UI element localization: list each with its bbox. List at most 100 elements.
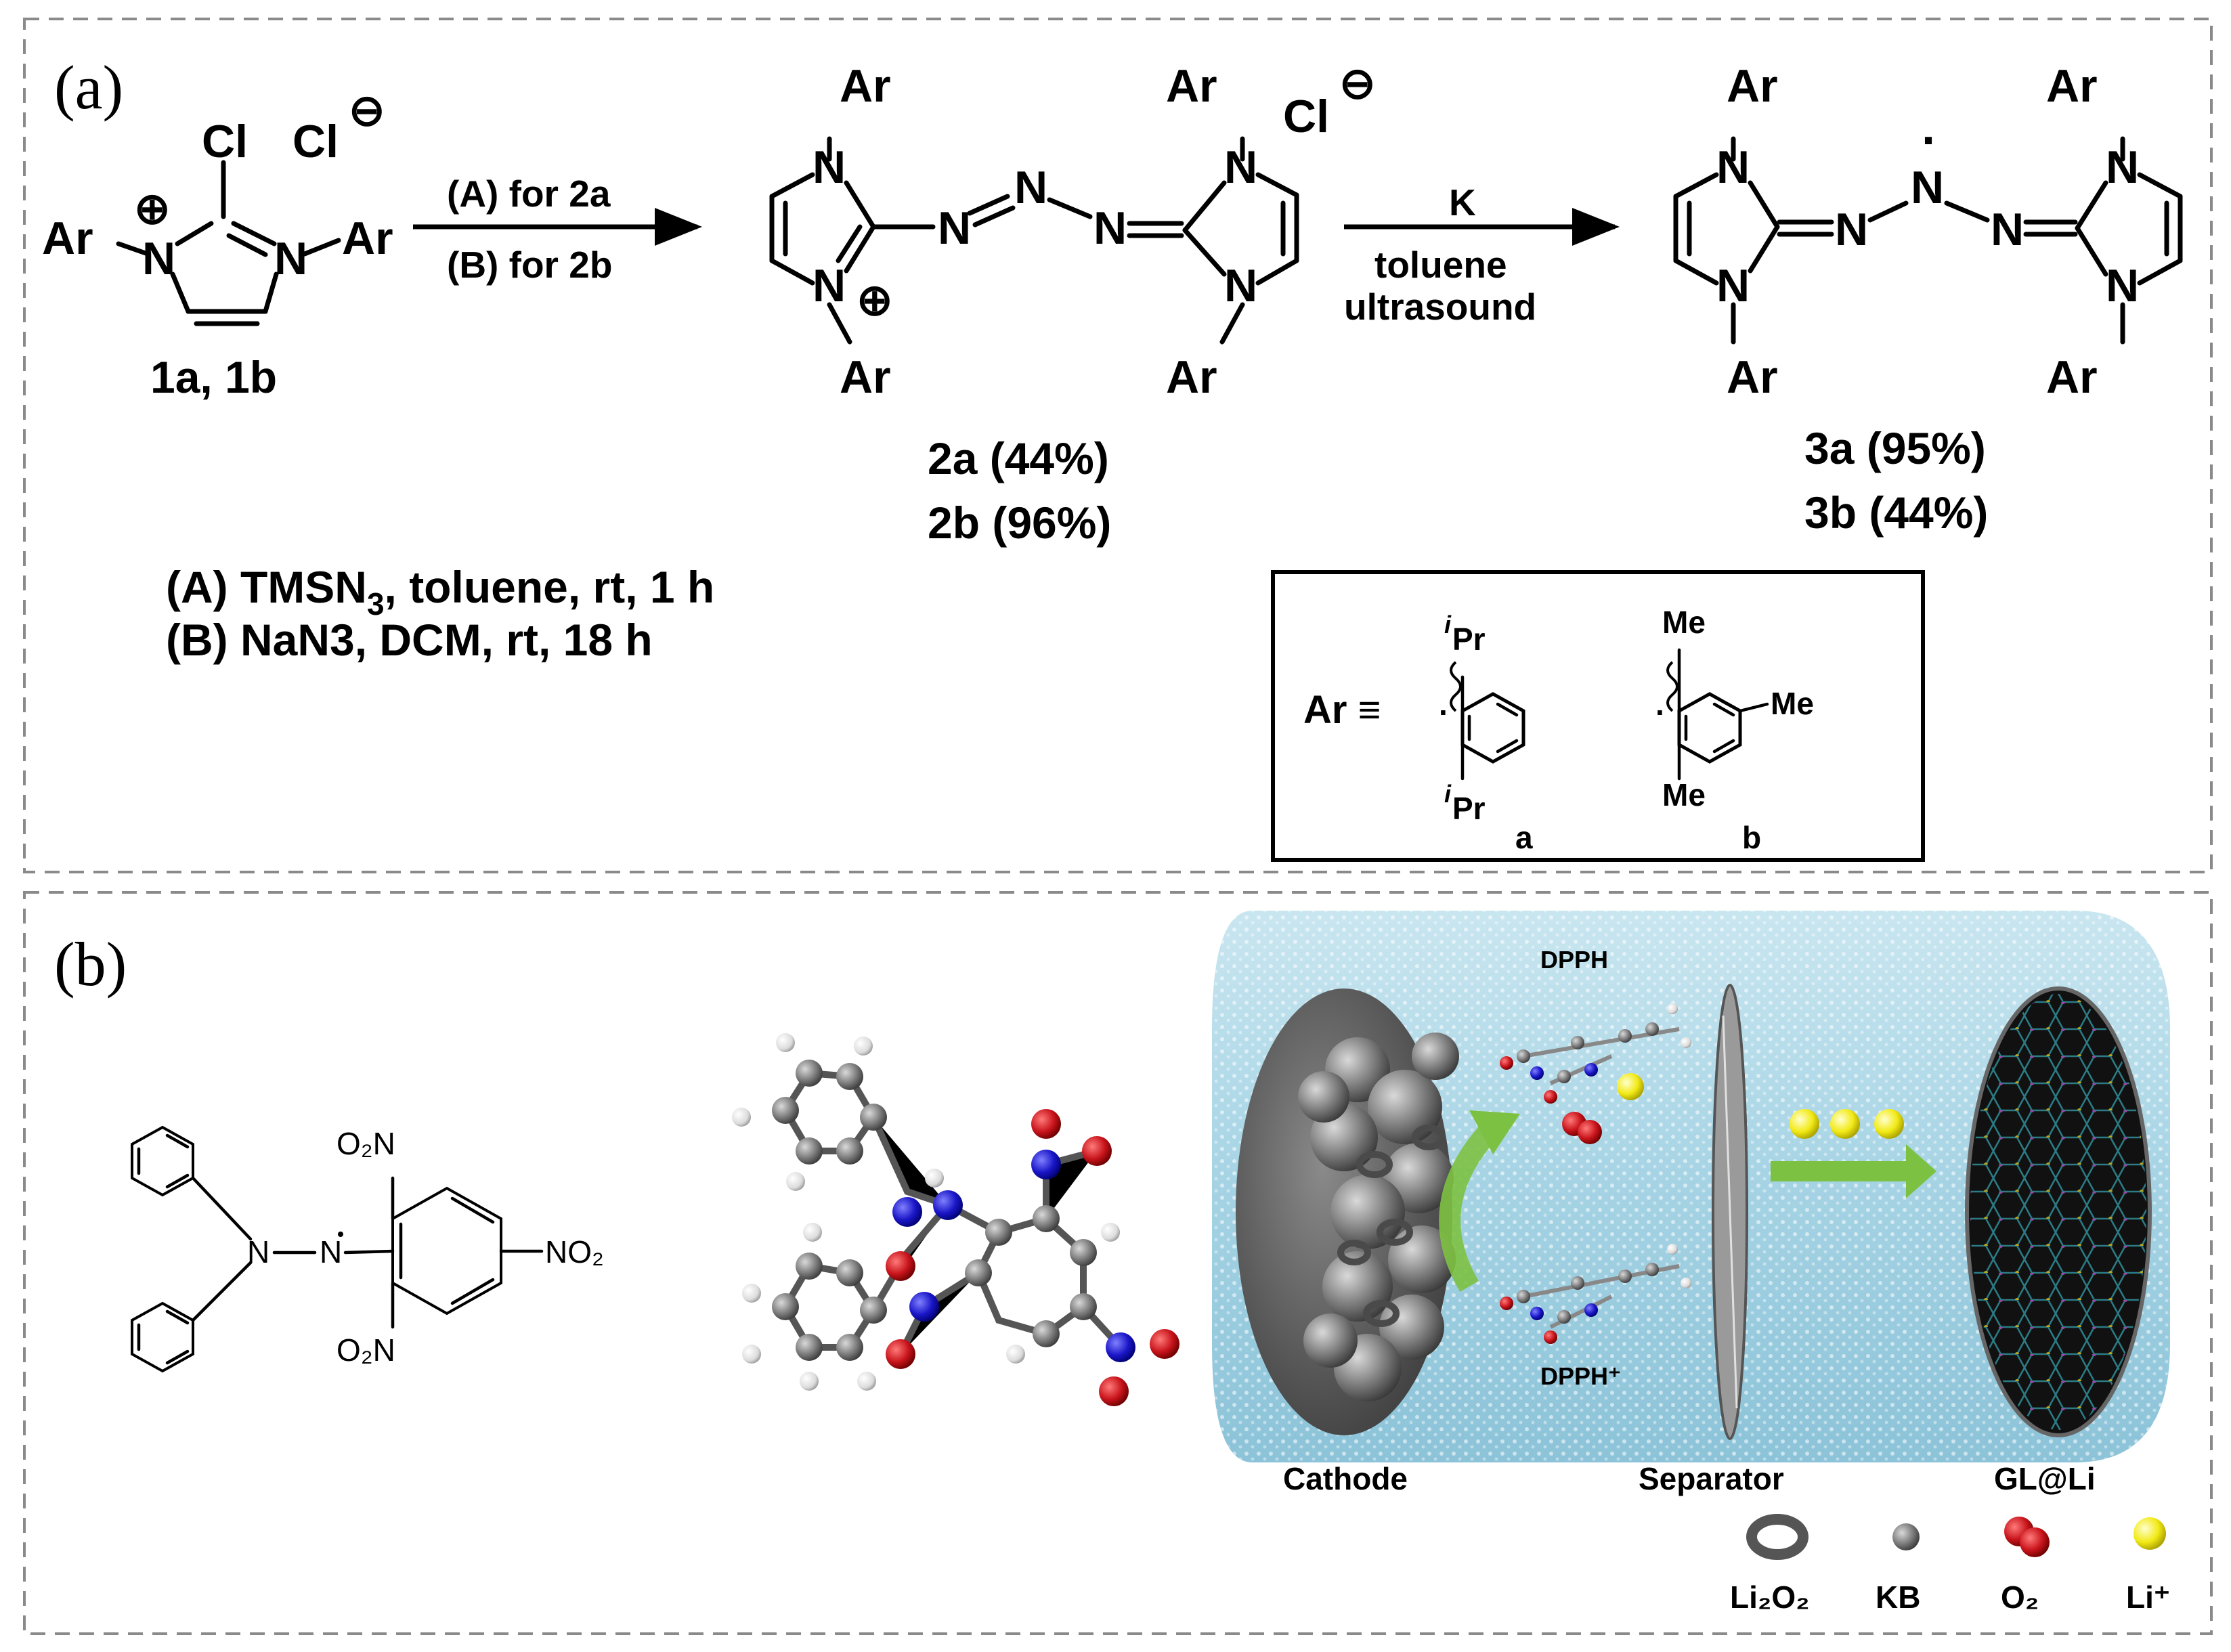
arrow1-label-above: (A) for 2a xyxy=(447,173,611,215)
panel-b-frame xyxy=(23,891,2213,1635)
atom-cl: Cl xyxy=(202,116,248,167)
yield-2a: 2a (44%) xyxy=(928,433,1109,483)
radical-dot: · xyxy=(1922,114,1938,168)
aryl-a-dipp: · i Pr i Pr a xyxy=(1439,611,1533,855)
plus-charge: ⊕ xyxy=(134,184,171,233)
li-ion xyxy=(1617,1073,1644,1100)
reaction-arrow-2: K toluene ultrasound xyxy=(1344,181,1620,328)
substituent-ar: Ar xyxy=(840,351,891,403)
aryl-a-label: a xyxy=(1515,820,1533,855)
ipr-sup: i xyxy=(1444,780,1452,808)
yield-3b: 3b (44%) xyxy=(1804,487,1988,538)
minus-charge: ⊖ xyxy=(349,86,385,135)
no2-right: NO₂ xyxy=(545,1234,604,1269)
substituent-ar: Ar xyxy=(1166,351,1217,403)
reaction-arrow-1: (A) for 2a (B) for 2b xyxy=(413,173,702,286)
li-ion xyxy=(1790,1109,1819,1139)
anode-label: GL@Li xyxy=(1994,1461,2096,1496)
separator-label: Separator xyxy=(1639,1461,1784,1496)
substituent-ar: Ar xyxy=(2046,60,2098,112)
methyl-para: Me xyxy=(1771,686,1814,721)
condition-a: (A) TMSN3, toluene, rt, 1 h xyxy=(166,562,714,622)
compound-id: 1a, 1b xyxy=(150,352,277,402)
red-dimer-icon xyxy=(2004,1517,2050,1557)
li-ion xyxy=(1874,1109,1904,1139)
arrow2-label-below-1: toluene xyxy=(1374,244,1507,286)
atom-n: N xyxy=(274,233,307,284)
atom-n: N xyxy=(813,142,846,193)
methyl-bottom: Me xyxy=(1662,777,1706,812)
dpph-plus-label: DPPH⁺ xyxy=(1540,1362,1621,1390)
ipr-top: Pr xyxy=(1452,622,1486,657)
grey-sphere-icon xyxy=(1892,1523,1920,1550)
atom-n: N xyxy=(1224,142,1257,193)
atom-n: N xyxy=(2106,260,2139,311)
legend-kb: KB xyxy=(1876,1580,1920,1615)
atom-n: N xyxy=(1014,162,1047,213)
dpph-ball-and-stick xyxy=(732,1033,1179,1406)
aryl-b-label: b xyxy=(1742,820,1761,855)
substituent-ar: Ar xyxy=(840,60,891,112)
legend-o2: O₂ xyxy=(2001,1580,2039,1615)
atom-n: N xyxy=(1224,260,1257,311)
condition-b: (B) NaN3, DCM, rt, 18 h xyxy=(166,615,653,665)
svg-text:·: · xyxy=(1439,695,1449,730)
li-migration-arrow xyxy=(1771,1161,1906,1181)
legend-li2o2: Li₂O₂ xyxy=(1730,1580,1810,1615)
reaction-conditions: (A) TMSN3, toluene, rt, 1 h (B) NaN3, DC… xyxy=(166,562,714,665)
dpph-n2: N xyxy=(320,1234,342,1269)
panel-a-frame xyxy=(23,18,2213,873)
torus-icon xyxy=(1746,1514,1808,1560)
legend: Li₂O₂ KB O₂ Li⁺ xyxy=(1730,1514,2170,1615)
panel-b-label: (b) xyxy=(54,930,127,999)
dpph-molecule-upper xyxy=(1500,1003,1691,1104)
reactant-imidazolium: N N Cl Ar Ar ⊕ Cl ⊖ 1a, 1b xyxy=(42,86,393,402)
aryl-b-mesityl: · Me Me Me b xyxy=(1655,605,1814,855)
chloride-cl: Cl xyxy=(293,116,339,167)
ipr-sup: i xyxy=(1444,611,1452,638)
atom-n: N xyxy=(1991,204,2024,255)
svg-text:·: · xyxy=(1655,695,1666,730)
dpph-structure: N N O₂N NO₂ O₂N xyxy=(131,1125,604,1373)
ar-definition-box: Ar ≡ · i Pr i Pr a · M xyxy=(1271,570,1925,862)
plus-charge: ⊕ xyxy=(857,276,893,324)
ipr-bottom: Pr xyxy=(1452,791,1486,826)
substituent-ar: Ar xyxy=(1166,60,1217,112)
arrow1-label-below: (B) for 2b xyxy=(447,244,612,286)
legend-li-ion: Li⁺ xyxy=(2126,1580,2170,1615)
yellow-sphere-icon xyxy=(2133,1517,2166,1550)
atom-n-radical: N xyxy=(1911,162,1944,213)
substituent-ar: Ar xyxy=(42,213,93,264)
o2-molecule xyxy=(1562,1112,1602,1144)
arrow2-label-above: K xyxy=(1449,181,1476,223)
anode-disc xyxy=(1965,986,2152,1437)
substituent-ar: Ar xyxy=(1727,351,1778,403)
atom-n: N xyxy=(1835,204,1868,255)
substituent-ar: Ar xyxy=(1727,60,1778,112)
chloride-cl: Cl xyxy=(1283,91,1329,142)
cathode-label: Cathode xyxy=(1283,1461,1408,1496)
product-3-radical: N N Ar Ar N N · N N N Ar Ar 3a (95%) 3b … xyxy=(1673,60,2183,538)
substituent-ar: Ar xyxy=(2046,351,2098,403)
methyl-top: Me xyxy=(1662,605,1706,640)
li-ion xyxy=(1830,1109,1860,1139)
no2-top: O₂N xyxy=(337,1126,395,1161)
substituent-ar: Ar xyxy=(342,213,393,264)
atom-n: N xyxy=(938,202,971,254)
atom-n: N xyxy=(142,233,175,284)
atom-n: N xyxy=(2106,142,2139,193)
dpph-molecule-lower xyxy=(1500,1244,1691,1344)
atom-n: N xyxy=(1093,202,1127,254)
dpph-label: DPPH xyxy=(1540,946,1608,974)
ar-equiv: Ar ≡ xyxy=(1303,688,1381,732)
yield-3a: 3a (95%) xyxy=(1804,423,1986,473)
product-2-azide-cation: N N ⊕ Ar Ar N N N N N Ar Ar Cl ⊖ 2a (44%… xyxy=(769,59,1376,548)
no2-bottom: O₂N xyxy=(337,1332,395,1368)
atom-n: N xyxy=(1716,260,1750,311)
minus-charge: ⊖ xyxy=(1339,59,1376,108)
panel-a-label: (a) xyxy=(54,53,123,122)
yield-2b: 2b (96%) xyxy=(928,498,1111,548)
battery-schematic: DPPH DPPH⁺ Cathode Separator GL@Li xyxy=(1212,911,2170,1496)
dpph-n1: N xyxy=(247,1234,269,1269)
